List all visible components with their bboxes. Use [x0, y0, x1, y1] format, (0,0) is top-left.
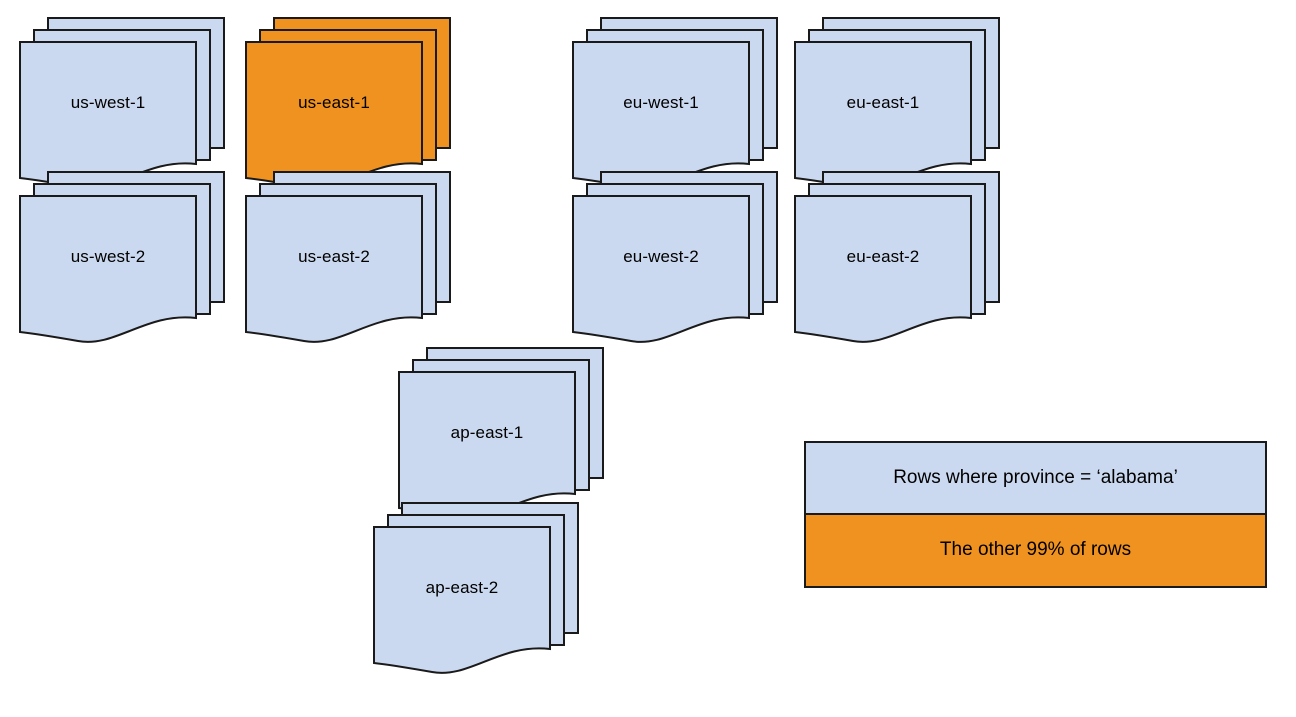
document-sheet-front [572, 195, 750, 343]
legend-row-alabama: Rows where province = ‘alabama’ [806, 443, 1265, 515]
document-stack-eu-west-1[interactable]: eu-west-1 [572, 17, 783, 189]
document-stack-shape-eu-west-1 [572, 17, 778, 189]
document-sheet-front [398, 371, 576, 519]
document-sheet-front [245, 41, 423, 189]
document-sheet-front [19, 41, 197, 189]
document-stack-eu-east-1[interactable]: eu-east-1 [794, 17, 1005, 189]
document-stack-shape-ap-east-1 [398, 347, 604, 519]
document-stack-us-east-1[interactable]: us-east-1 [245, 17, 456, 189]
document-stack-shape-us-east-2 [245, 171, 451, 343]
document-stack-ap-east-2[interactable]: ap-east-2 [373, 502, 584, 674]
document-stack-us-west-2[interactable]: us-west-2 [19, 171, 230, 343]
document-sheet-front [373, 526, 551, 674]
document-stack-shape-us-east-1 [245, 17, 451, 189]
document-sheet-front [572, 41, 750, 189]
document-sheet-front [794, 41, 972, 189]
document-stack-shape-us-west-1 [19, 17, 225, 189]
document-stack-eu-west-2[interactable]: eu-west-2 [572, 171, 783, 343]
document-stack-us-east-2[interactable]: us-east-2 [245, 171, 456, 343]
document-stack-shape-ap-east-2 [373, 502, 579, 674]
legend-label-alabama: Rows where province = ‘alabama’ [893, 466, 1178, 488]
document-stack-shape-eu-east-2 [794, 171, 1000, 343]
document-stack-shape-us-west-2 [19, 171, 225, 343]
document-sheet-front [19, 195, 197, 343]
document-sheet-front [794, 195, 972, 343]
document-sheet-front [245, 195, 423, 343]
legend: Rows where province = ‘alabama’ The othe… [804, 441, 1267, 588]
document-stack-eu-east-2[interactable]: eu-east-2 [794, 171, 1005, 343]
document-stack-ap-east-1[interactable]: ap-east-1 [398, 347, 609, 519]
legend-label-other: The other 99% of rows [939, 539, 1132, 561]
document-stack-shape-eu-west-2 [572, 171, 778, 343]
document-stack-shape-eu-east-1 [794, 17, 1000, 189]
legend-row-other: The other 99% of rows [806, 514, 1265, 586]
document-stack-us-west-1[interactable]: us-west-1 [19, 17, 230, 189]
